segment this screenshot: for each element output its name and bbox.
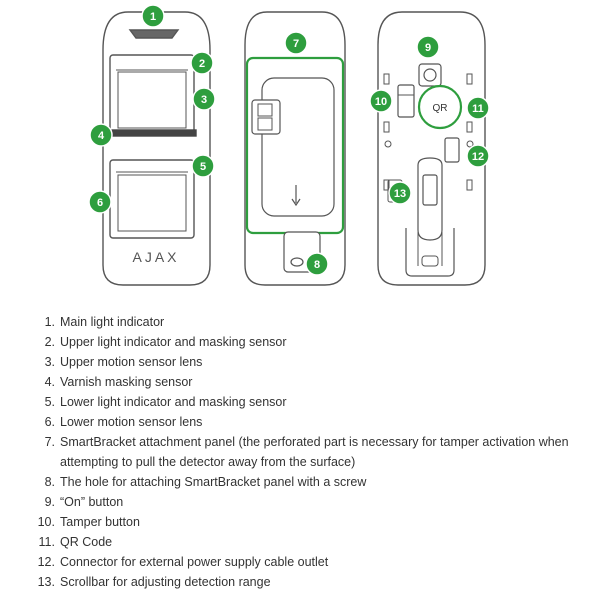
- legend-item: Scrollbar for adjusting detection range: [28, 572, 271, 592]
- legend-item: QR Code: [28, 532, 113, 552]
- legend-item: Upper light indicator and masking sensor: [28, 332, 287, 352]
- power-connector: [444, 137, 460, 163]
- device-diagram: AJAX QR: [88, 4, 490, 286]
- legend-item: Lower light indicator and masking sensor: [28, 392, 287, 412]
- callout-number: 13: [394, 188, 406, 200]
- callout-number: 7: [293, 38, 299, 50]
- legend-item: Varnish masking sensor: [28, 372, 193, 392]
- callout-badge-11: 11: [466, 96, 490, 120]
- callout-badge-7: 7: [284, 31, 308, 55]
- device-logo: AJAX: [132, 249, 179, 265]
- main-light-indicator: [128, 29, 180, 39]
- callout-number: 4: [98, 130, 105, 142]
- screw-hole: [290, 257, 304, 267]
- legend-item: Connector for external power supply cabl…: [28, 552, 329, 572]
- legend-item: “On” button: [28, 492, 124, 512]
- callout-badge-2: 2: [190, 51, 214, 75]
- qr-label: QR: [433, 103, 448, 114]
- legend-item: Upper motion sensor lens: [28, 352, 203, 372]
- legend-item: Lower motion sensor lens: [28, 412, 203, 432]
- callout-badge-8: 8: [305, 252, 329, 276]
- legend-item: The hole for attaching SmartBracket pane…: [28, 472, 367, 492]
- legend-list: Main light indicator Upper light indicat…: [28, 312, 600, 592]
- callout-badge-6: 6: [88, 190, 112, 214]
- callout-number: 12: [472, 151, 484, 163]
- callout-number: 3: [201, 94, 207, 106]
- on-button: [423, 68, 437, 82]
- legend-item: Main light indicator: [28, 312, 165, 332]
- qr-code: [417, 84, 463, 130]
- callout-badge-10: 10: [369, 89, 393, 113]
- device-front-view: [102, 11, 211, 286]
- callout-number: 10: [375, 96, 387, 108]
- tamper-button: [397, 84, 415, 118]
- legend-item: Tamper button: [28, 512, 140, 532]
- callout-badge-13: 13: [388, 181, 412, 205]
- device-internal-view: QR: [377, 11, 486, 286]
- callout-number: 1: [150, 11, 156, 23]
- callout-badge-4: 4: [89, 123, 113, 147]
- callout-number: 2: [199, 58, 205, 70]
- callout-badge-5: 5: [191, 154, 215, 178]
- legend-item: SmartBracket attachment panel (the perfo…: [28, 432, 569, 469]
- callout-number: 5: [200, 161, 206, 173]
- callout-badge-3: 3: [192, 87, 216, 111]
- callout-badge-12: 12: [466, 144, 490, 168]
- callout-number: 9: [425, 42, 431, 54]
- callout-number: 11: [472, 103, 484, 115]
- callout-badge-9: 9: [416, 35, 440, 59]
- detection-range-scrollbar: [422, 174, 438, 206]
- callout-number: 8: [314, 259, 320, 271]
- callout-badge-1: 1: [141, 4, 165, 28]
- varnish-masking-sensor: [111, 129, 197, 137]
- callout-number: 6: [97, 197, 103, 209]
